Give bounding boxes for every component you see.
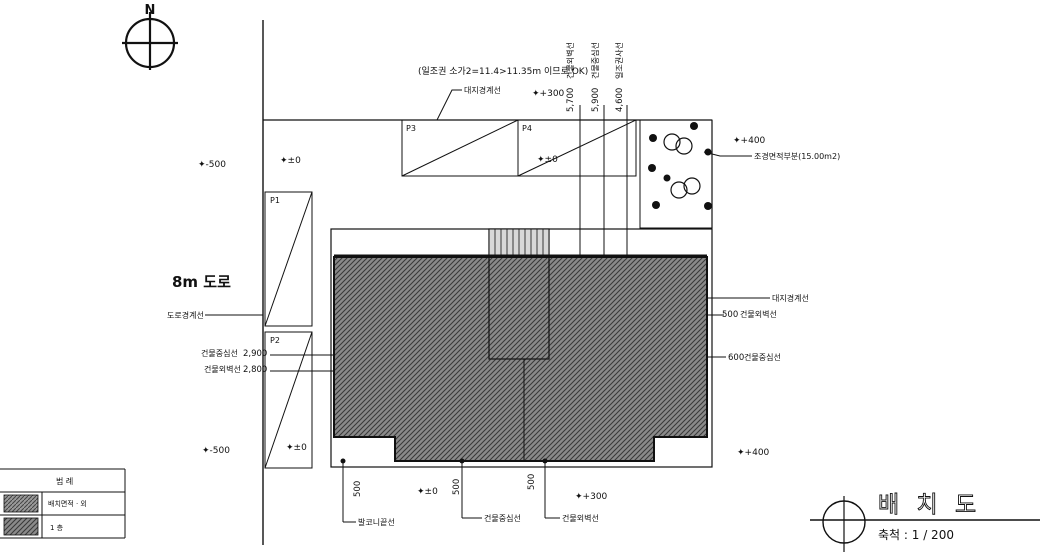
label-building-center-right: 건물중심선: [744, 352, 781, 362]
shrub-icon: [648, 164, 656, 172]
svg-text:2,900: 2,900: [243, 349, 267, 359]
label-landscape: 조경면적부분(15.00m2): [754, 151, 840, 161]
level-marker: ✦+300: [575, 492, 608, 502]
legend-row2: 1 층: [50, 523, 64, 532]
legend: 범 례 배치면적 · 외 1 층: [0, 468, 126, 539]
label-balcony: 발코니끝선: [358, 517, 395, 527]
svg-text:600: 600: [728, 353, 744, 363]
shrub-icon: [663, 174, 671, 182]
shrub-icon: [652, 201, 660, 209]
landscape-area: [639, 119, 713, 229]
level-marker: ✦-500: [202, 446, 230, 456]
level-marker: ✦+400: [733, 136, 766, 146]
shrub-icon: [704, 202, 712, 210]
label-site-boundary-top: 대지경계선: [464, 85, 501, 95]
title-block: 배 치 도 축척 : 1 / 200: [810, 492, 1040, 552]
stair-core: [488, 228, 550, 360]
legend-header: 범 례: [56, 476, 73, 486]
svg-text:일조권사선: 일조권사선: [614, 42, 624, 79]
label-building-wall-right: 건물외벽선: [740, 309, 777, 319]
legend-row1: 배치면적 · 외: [48, 499, 87, 508]
level-markers: ✦+300 ✦±0 ✦+400 ✦-500 ✦±0 ✦-500 ✦±0 ✦+40…: [198, 89, 770, 502]
svg-text:5,900: 5,900: [591, 88, 601, 112]
shrub-icon: [690, 122, 698, 130]
svg-text:500: 500: [452, 479, 462, 495]
svg-text:P1: P1: [270, 196, 280, 205]
svg-text:4,600: 4,600: [615, 88, 625, 112]
svg-text:500: 500: [353, 481, 363, 497]
svg-text:5,700: 5,700: [566, 88, 576, 112]
tree-icon: [675, 137, 693, 155]
north-arrow: N: [122, 3, 178, 70]
road-label: 8m 도로: [172, 273, 231, 291]
level-marker: ✦±0: [286, 443, 307, 453]
level-marker: ✦±0: [417, 487, 438, 497]
svg-text:2,800: 2,800: [243, 365, 267, 375]
level-marker: ✦-500: [198, 160, 226, 170]
drawing-title: 배 치 도: [878, 492, 981, 518]
svg-text:건물외벽선: 건물외벽선: [565, 42, 575, 79]
svg-text:500: 500: [527, 474, 537, 490]
level-marker: ✦±0: [537, 155, 558, 165]
label-building-center-left: 건물중심선: [201, 348, 238, 358]
legend-swatch: [3, 494, 39, 513]
sunlight-note: (일조권 소가2=11.4>11.35m 이므로 OK): [418, 65, 588, 77]
svg-text:500: 500: [722, 310, 738, 320]
label-building-wall-left: 건물외벽선: [204, 364, 241, 374]
svg-text:P3: P3: [406, 124, 416, 133]
label-road-boundary: 도로경계선: [167, 310, 204, 320]
parking-p4: P4: [517, 119, 637, 177]
tree-icon: [670, 181, 688, 199]
label-building-wall-bottom: 건물외벽선: [562, 513, 599, 523]
tree-icon: [683, 177, 701, 195]
shrub-icon: [649, 134, 657, 142]
label-building-center-bottom: 건물중심선: [484, 513, 521, 523]
svg-text:건물중심선: 건물중심선: [590, 42, 600, 79]
tree-icon: [663, 133, 681, 151]
level-marker: ✦±0: [280, 156, 301, 166]
level-marker: ✦+400: [737, 448, 770, 458]
legend-swatch: [3, 517, 39, 536]
vertical-labels: 5,700 건물외벽선 5,900 건물중심선 4,600 일조권사선: [565, 42, 625, 112]
north-label: N: [145, 3, 156, 18]
parking-p1: P1: [264, 191, 313, 327]
parking-p3: P3: [401, 119, 519, 177]
svg-text:P4: P4: [522, 124, 532, 133]
level-marker: ✦+300: [532, 89, 565, 99]
label-site-boundary-right: 대지경계선: [772, 293, 809, 303]
drawing-scale: 축척 : 1 / 200: [878, 528, 954, 542]
svg-text:P2: P2: [270, 336, 280, 345]
